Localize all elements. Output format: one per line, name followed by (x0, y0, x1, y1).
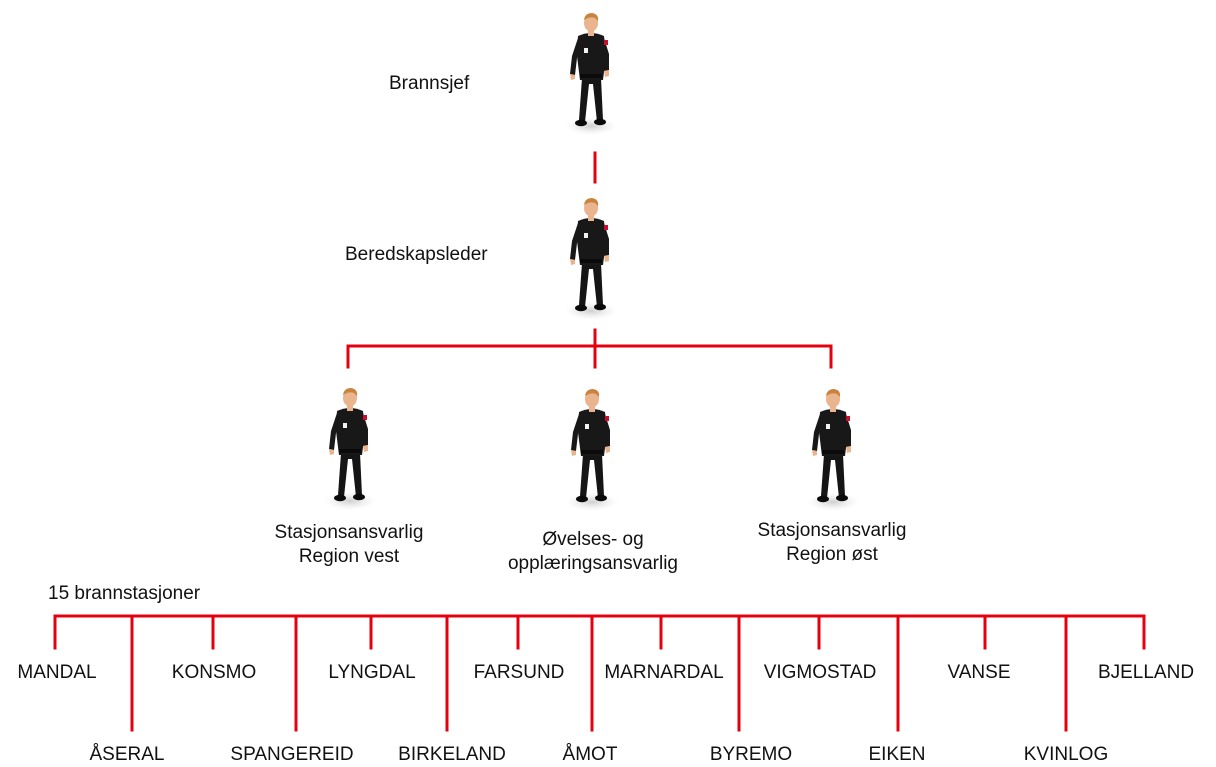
role-station-east-line2: Region øst (786, 544, 878, 565)
station-bottom-4: BYREMO (709, 744, 793, 765)
firefighter-icon-training (566, 389, 618, 511)
firefighter-icon-chief (565, 13, 617, 135)
station-bottom-6: KVINLOG (1023, 744, 1109, 765)
station-top-3: FARSUND (473, 662, 565, 683)
station-bottom-2: BIRKELAND (398, 744, 506, 765)
role-station-west: Stasjonsansvarlig Region vest (254, 521, 444, 569)
role-station-west-line2: Region vest (298, 546, 400, 567)
role-chief: Brannsjef (389, 73, 470, 94)
station-top-6: VANSE (947, 662, 1011, 683)
role-preparedness: Beredskapsleder (345, 244, 488, 265)
station-top-7: BJELLAND (1097, 662, 1195, 683)
role-station-west-line1: Stasjonsansvarlig (274, 522, 424, 543)
firefighter-icon-preparedness (565, 198, 617, 320)
station-bottom-5: EIKEN (868, 744, 926, 765)
role-station-east: Stasjonsansvarlig Region øst (737, 519, 927, 567)
station-top-4: MARNARDAL (604, 662, 724, 683)
role-training-line1: Øvelses- og (542, 529, 644, 550)
role-training: Øvelses- og opplæringsansvarlig (478, 528, 708, 576)
station-top-5: VIGMOSTAD (763, 662, 877, 683)
firefighter-icon-east (807, 389, 859, 511)
connector-lines (53, 151, 1146, 732)
station-bottom-0: ÅSERAL (89, 744, 165, 765)
station-top-2: LYNGDAL (328, 662, 416, 683)
station-top-1: KONSMO (171, 662, 257, 683)
station-bottom-3: ÅMOT (562, 744, 618, 765)
firefighter-icon-west (324, 388, 376, 510)
role-station-east-line1: Stasjonsansvarlig (757, 520, 907, 541)
station-bottom-1: SPANGEREID (230, 744, 354, 765)
station-top-0: MANDAL (17, 662, 97, 683)
stations-heading: 15 brannstasjoner (48, 583, 201, 604)
role-training-line2: opplæringsansvarlig (507, 553, 679, 574)
